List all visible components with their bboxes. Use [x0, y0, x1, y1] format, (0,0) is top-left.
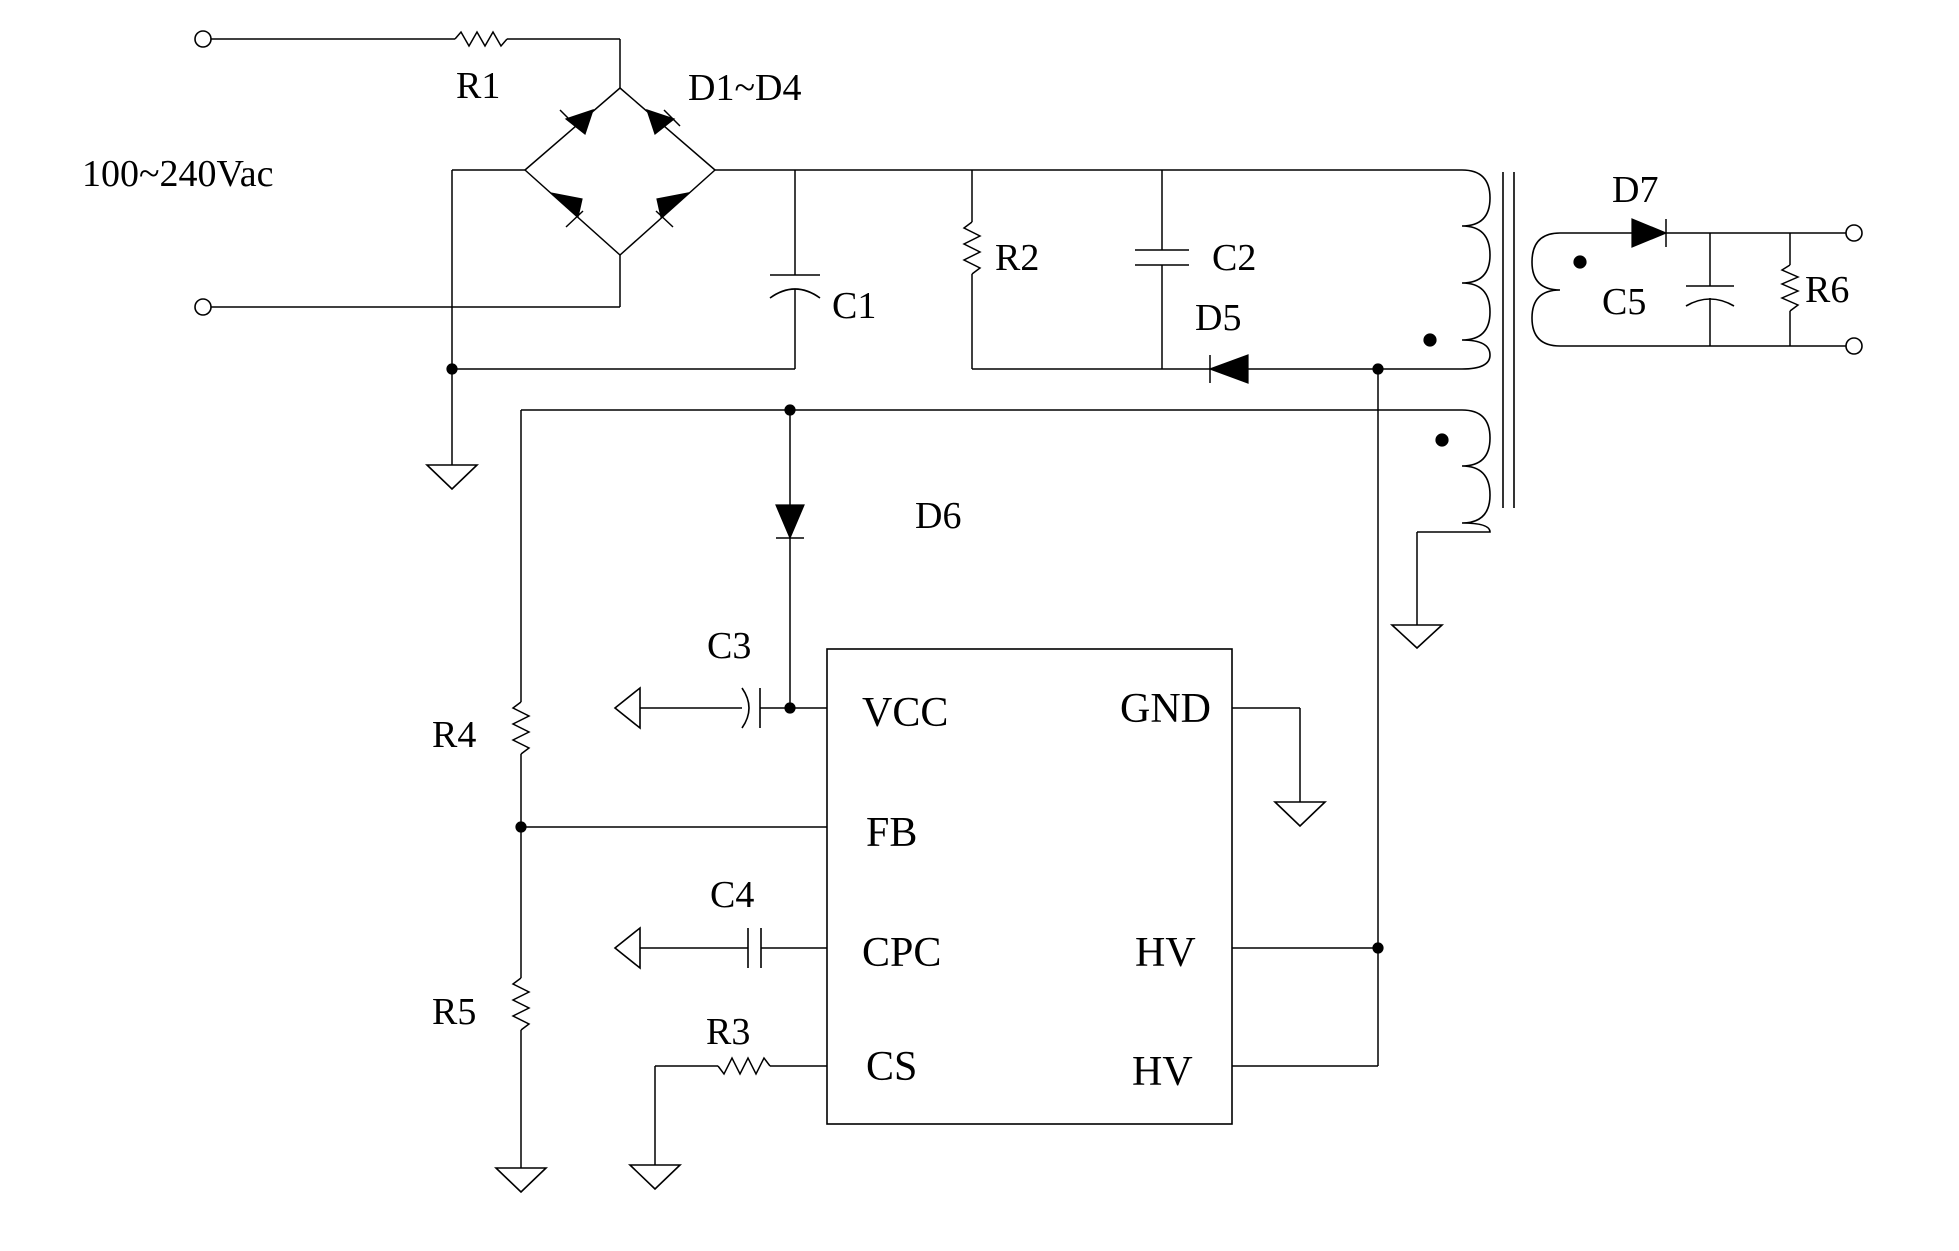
label-d7: D7 [1612, 169, 1658, 211]
resistor-r5 [511, 977, 531, 1031]
pin-cpc: CPC [862, 930, 941, 976]
capacitor-c1 [446, 170, 821, 375]
pin-vcc: VCC [862, 690, 948, 736]
resistor-r4 [511, 701, 531, 755]
output-terminal-bottom [1845, 337, 1863, 355]
pin-cs: CS [866, 1044, 917, 1090]
aux-supply [521, 404, 1462, 714]
primary-winding [1461, 169, 1491, 370]
pin-hv-1: HV [1135, 930, 1196, 976]
component-labels: 100~240Vac R1 D1~D4 C1 R2 C2 D5 D6 D7 C5… [82, 65, 1849, 1053]
resistor-r1 [454, 30, 508, 48]
label-c3: C3 [707, 625, 751, 667]
diode-d4 [656, 191, 691, 219]
label-c5: C5 [1602, 281, 1646, 323]
diode-d5 [1208, 354, 1249, 384]
pin-gnd: GND [1120, 686, 1211, 732]
label-input: 100~240Vac [82, 153, 274, 195]
label-bridge: D1~D4 [688, 67, 801, 109]
label-r4: R4 [432, 714, 476, 756]
label-d6: D6 [915, 495, 961, 537]
diode-d3 [548, 191, 583, 219]
resistor-r2 [962, 221, 982, 275]
label-r5: R5 [432, 991, 476, 1033]
secondary-winding [1531, 232, 1561, 347]
label-r1: R1 [456, 65, 500, 107]
diode-d1 [564, 109, 594, 136]
controller-ic: VCC FB CPC CS GND HV HV [826, 648, 1233, 1125]
output-terminal-top [1845, 224, 1863, 242]
label-r2: R2 [995, 237, 1039, 279]
label-c4: C4 [710, 874, 754, 916]
ic-ground [1232, 707, 1327, 828]
label-c2: C2 [1212, 237, 1256, 279]
hv-bus [1232, 369, 1384, 1067]
pin-hv-2: HV [1132, 1049, 1193, 1095]
diode-d6 [775, 504, 805, 540]
resistor-r3 [717, 1056, 771, 1076]
label-r3: R3 [706, 1011, 750, 1053]
label-r6: R6 [1805, 269, 1849, 311]
input-terminal-bottom [194, 298, 212, 316]
snubber [962, 170, 1462, 384]
resistor-r6 [1780, 264, 1800, 312]
input-terminal-top [194, 30, 212, 48]
label-c1: C1 [832, 285, 876, 327]
capacitor-c3 [613, 686, 827, 730]
capacitor-c4 [613, 926, 827, 970]
bridge-rectifier [451, 87, 1462, 369]
pin-fb: FB [866, 810, 917, 856]
diode-d2 [646, 109, 676, 136]
transformer [1423, 169, 1587, 533]
ground-symbol-main [425, 369, 479, 491]
ground-symbol-cs [628, 1164, 682, 1191]
current-sense [628, 1056, 827, 1191]
ground-symbol-aux [1389, 624, 1445, 650]
diode-d7 [1631, 218, 1668, 248]
ic-body [826, 648, 1233, 1125]
ground-symbol-r5 [494, 1167, 548, 1194]
label-d5: D5 [1195, 297, 1241, 339]
secondary-output [1560, 218, 1863, 355]
ac-input [194, 30, 621, 316]
feedback-divider [494, 410, 827, 1194]
auxiliary-winding [1461, 409, 1491, 533]
